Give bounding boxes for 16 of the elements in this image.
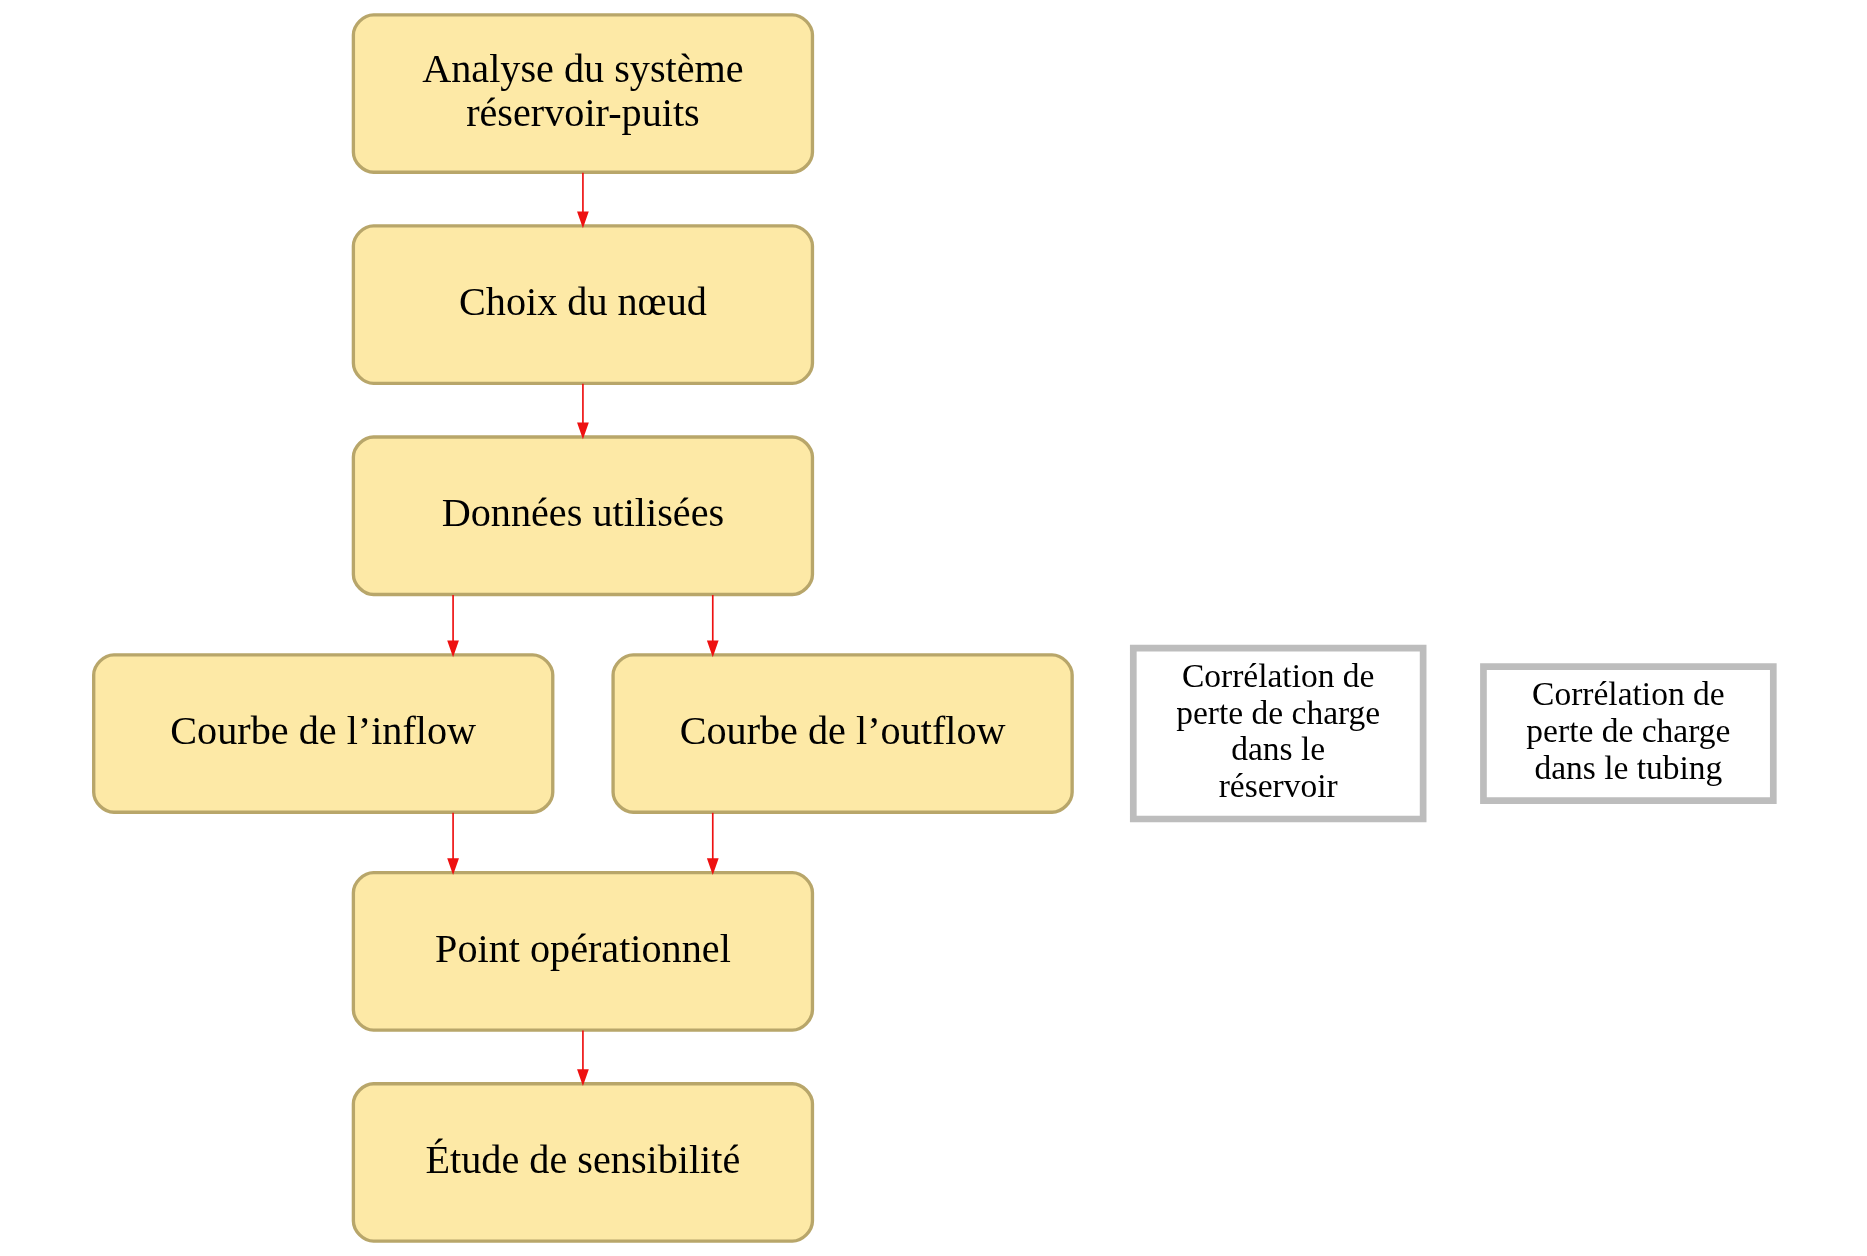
arrow (577, 383, 589, 440)
node-box: Corrélation de perte de charge dans le tubing (1480, 663, 1777, 804)
node-box: Données utilisées (351, 435, 815, 597)
arrow (577, 171, 589, 229)
arrow (447, 594, 459, 658)
node-box: Point opérationnel (351, 870, 815, 1032)
node-box: Étude de sensibilité (351, 1082, 815, 1243)
node-box: Courbe de l’outflow (611, 653, 1074, 814)
node-box: Courbe de l’inflow (92, 653, 555, 814)
arrow (706, 811, 719, 876)
arrow (447, 811, 459, 876)
node-box: Choix du nœud (351, 224, 815, 386)
arrow (706, 594, 719, 658)
arrow (577, 1029, 589, 1087)
node-box: Analyse du système réservoir-puits (351, 13, 815, 174)
node-box: Corrélation de perte de charge dans le réservoir (1129, 644, 1427, 823)
